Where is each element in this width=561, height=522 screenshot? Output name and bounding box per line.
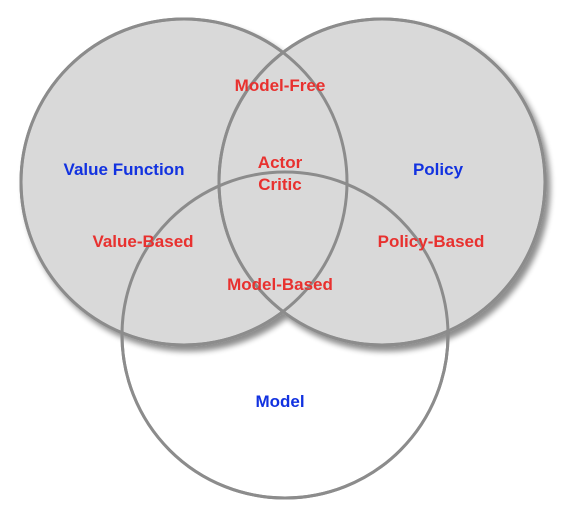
model-label: Model: [255, 392, 304, 411]
value-function-outline: [19, 17, 349, 347]
model-free-label: Model-Free: [235, 76, 326, 95]
policy-outline: [217, 17, 547, 347]
critic-label: Critic: [258, 175, 301, 194]
policy-based-label: Policy-Based: [378, 232, 485, 251]
actor-label: Actor: [258, 153, 303, 172]
policy-label: Policy: [413, 160, 464, 179]
model-based-label: Model-Based: [227, 275, 333, 294]
model-outline: [120, 170, 450, 500]
value-based-label: Value-Based: [92, 232, 193, 251]
value-function-label: Value Function: [64, 160, 185, 179]
